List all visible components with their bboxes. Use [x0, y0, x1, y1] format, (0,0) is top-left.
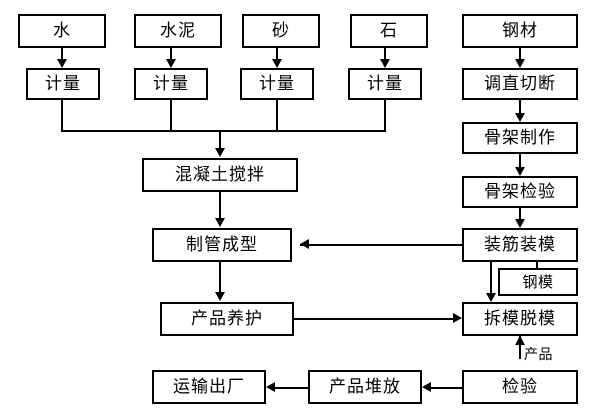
connector-install-form [300, 244, 462, 246]
arrowhead-mix-form [215, 218, 225, 227]
node-steel: 钢材 [462, 14, 578, 48]
node-form: 制管成型 [152, 228, 292, 262]
node-meter-sand: 计量 [240, 68, 314, 100]
arrowhead-cement-meter [166, 59, 176, 68]
connector-cage-check-install [519, 208, 521, 219]
arrowhead-straighten-cage [515, 113, 525, 122]
arrowhead-steel-straighten [515, 59, 525, 68]
connector-meter-bus [61, 130, 386, 132]
connector-stone-meter [384, 48, 386, 59]
node-cure: 产品养护 [160, 302, 294, 336]
connector-inspect-stack [431, 387, 462, 389]
arrowhead-sand-meter [272, 59, 282, 68]
edge-label-product: 产品 [524, 347, 553, 363]
arrowhead-bus-to-mix [215, 148, 225, 157]
connector-mix-form [219, 192, 221, 218]
arrowhead-install-form [300, 239, 309, 249]
connector-cage-make-check [519, 154, 521, 167]
arrowhead-cure-demold [453, 313, 462, 323]
node-meter-water: 计量 [26, 68, 100, 100]
connector-stack-ship [275, 387, 308, 389]
node-straighten: 调直切断 [462, 68, 578, 100]
node-inspect: 检验 [462, 370, 578, 404]
connector-demold-inspect [519, 336, 521, 359]
arrowhead-stack-ship [266, 382, 275, 392]
connector-steel-straighten [519, 48, 521, 59]
connector-bus-to-mix [219, 130, 221, 148]
connector-meter-sand-down [276, 100, 278, 130]
node-cement: 水泥 [134, 14, 222, 48]
node-sand: 砂 [242, 14, 320, 48]
arrowhead-install-demold [486, 293, 496, 302]
arrowhead-inspect-stack [422, 382, 431, 392]
node-cage-check: 骨架检验 [462, 176, 578, 208]
connector-cement-meter [170, 48, 172, 59]
arrowhead-cage-make-check [515, 167, 525, 176]
connector-install-demold [490, 262, 492, 293]
connector-straighten-cage [519, 100, 521, 113]
node-meter-cement: 计量 [134, 68, 208, 100]
connector-meter-water-down [61, 100, 63, 130]
node-cage-make: 骨架制作 [462, 122, 578, 154]
connector-sand-meter [276, 48, 278, 59]
connector-cure-demold [294, 318, 453, 320]
arrowhead-cage-check-install [515, 219, 525, 228]
connector-water-meter [61, 48, 63, 59]
node-install: 装筋装模 [462, 228, 578, 262]
node-ship: 运输出厂 [152, 370, 266, 404]
node-demold: 拆模脱模 [462, 302, 578, 336]
connector-meter-stone-down [384, 100, 386, 130]
arrowhead-stone-meter [380, 59, 390, 68]
node-steel-mold: 钢模 [498, 268, 578, 296]
arrowhead-inspect-demold [515, 336, 525, 345]
node-meter-stone: 计量 [348, 68, 422, 100]
arrowhead-water-meter [57, 59, 67, 68]
node-stone: 石 [350, 14, 428, 48]
connector-meter-cement-down [170, 100, 172, 130]
node-mix: 混凝土搅拌 [142, 158, 298, 192]
arrowhead-form-cure [215, 292, 225, 301]
connector-steelmold-install [536, 262, 538, 268]
node-water: 水 [18, 14, 106, 48]
connector-form-cure [219, 262, 221, 292]
node-stack: 产品堆放 [308, 370, 422, 404]
